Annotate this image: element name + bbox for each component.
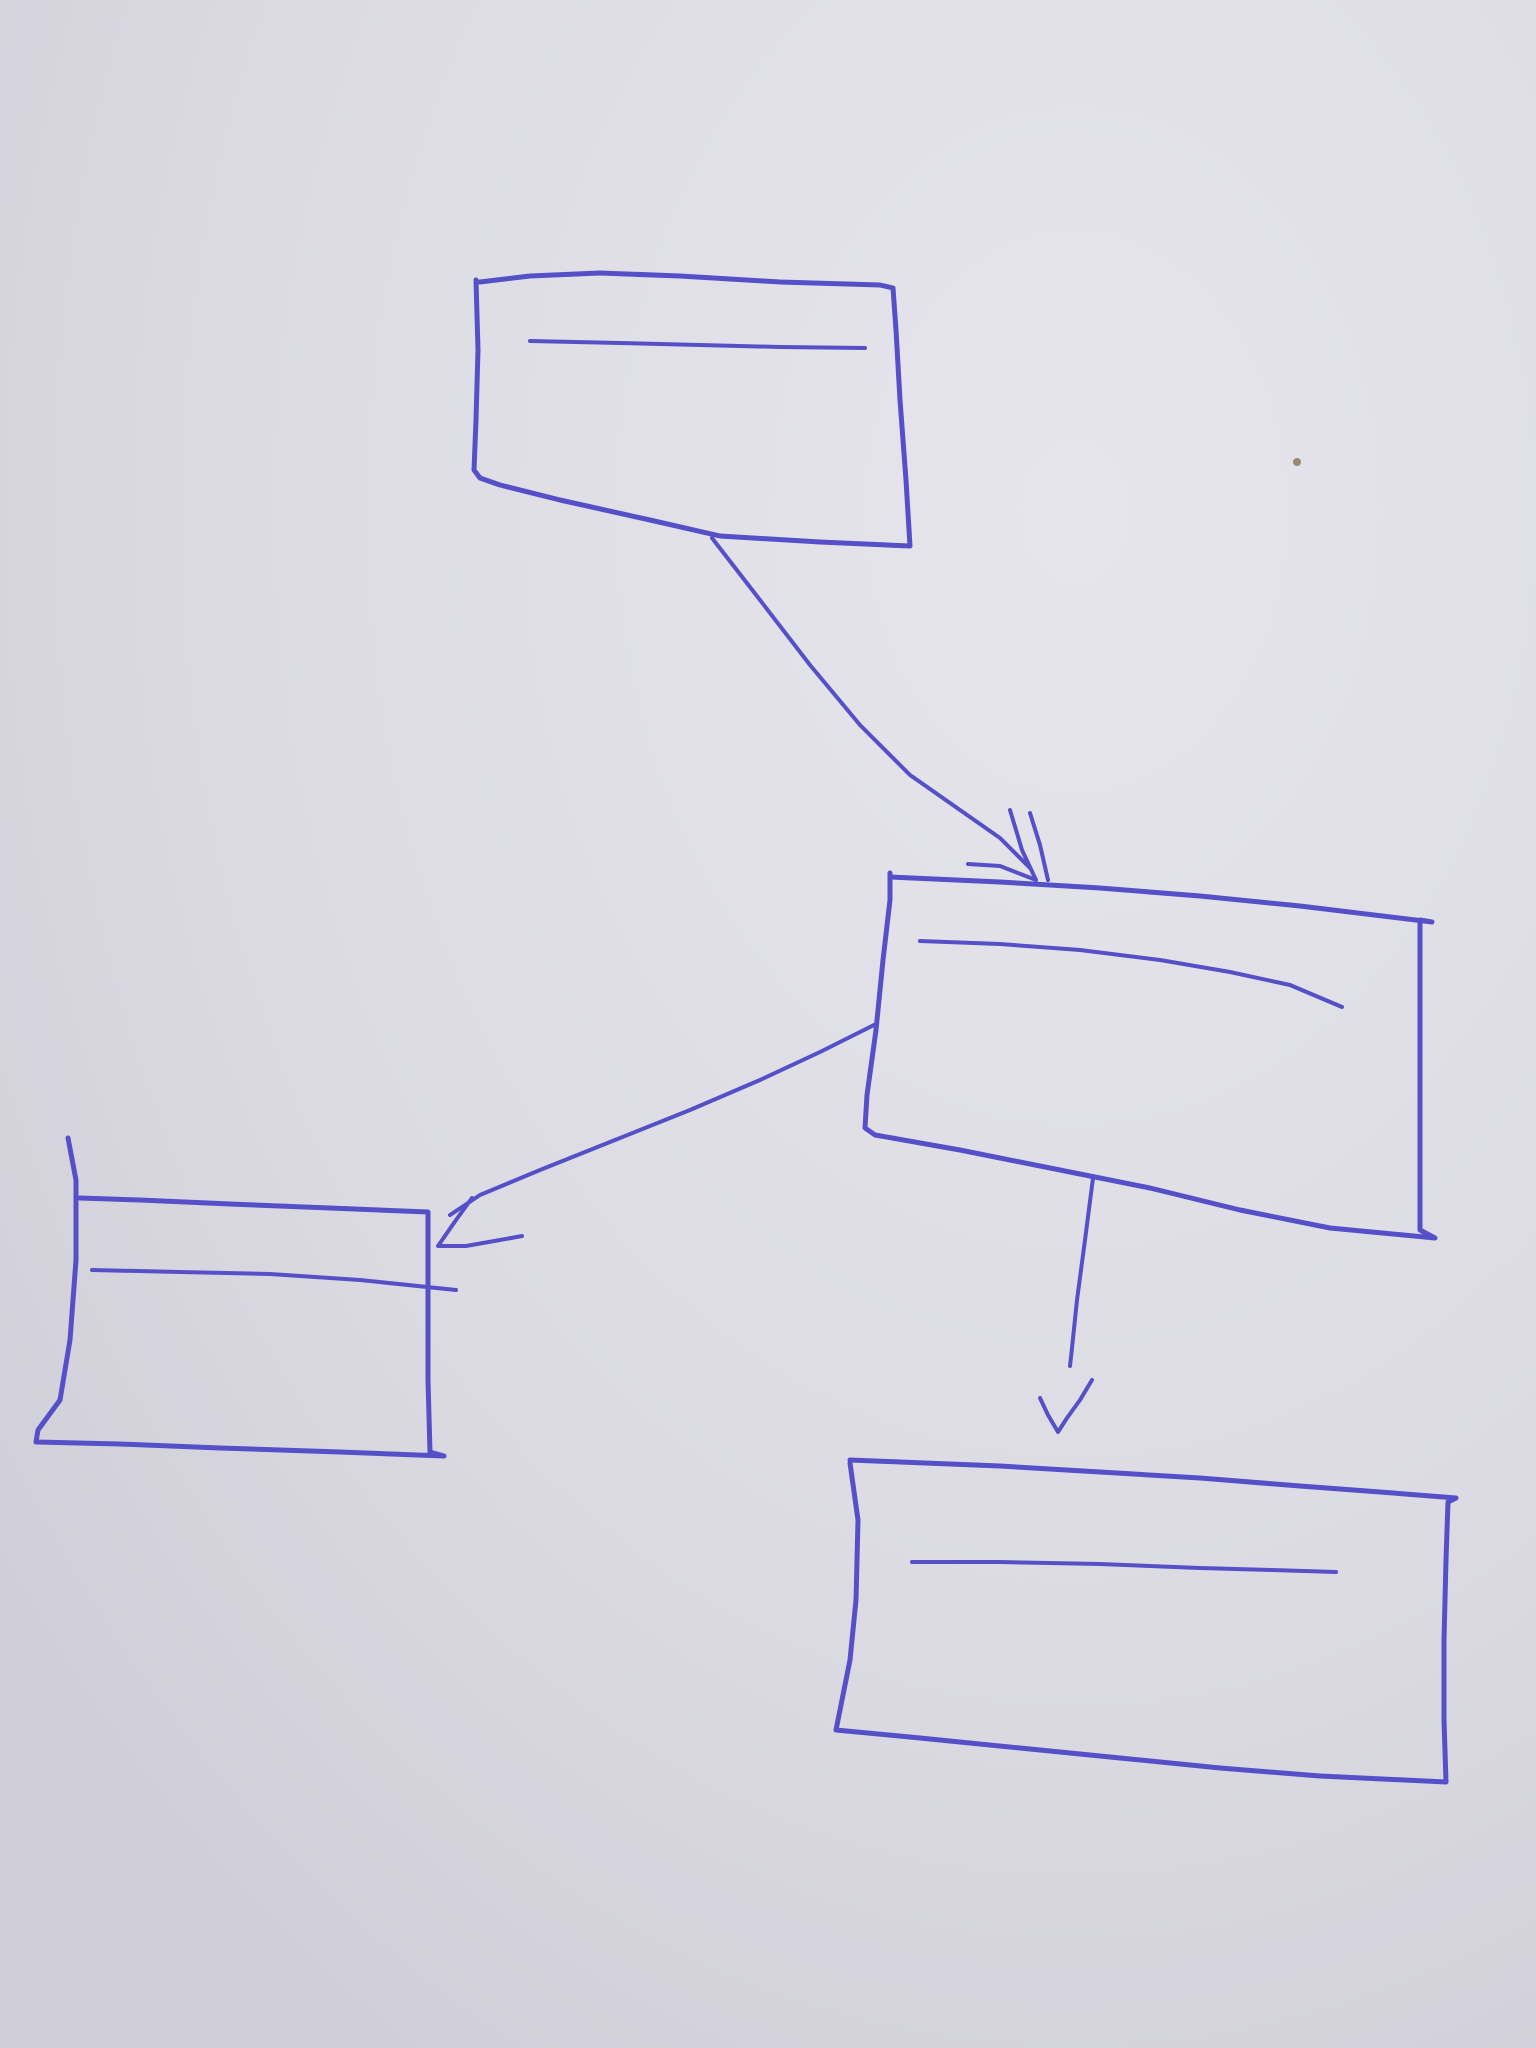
bottom-box-outline [833,1457,1459,1785]
node-right-box [862,870,1438,1241]
edge-right-to-bottom [1038,1176,1095,1434]
bottom-box-underline [910,1560,1338,1574]
left-box-outline [33,1135,447,1459]
node-bottom-box [833,1457,1459,1785]
edge-right-to-bottom-line [1068,1176,1095,1368]
edge-right-to-bottom-arrowhead [1038,1378,1094,1434]
edge-right-to-left-arrowhead [436,1196,524,1248]
node-left-box [33,1135,458,1459]
node-top-box [471,270,913,549]
edge-right-to-left-line [448,1023,876,1217]
top-box-underline [528,339,867,350]
right-box-underline [918,939,1344,1009]
right-box-outline [862,870,1438,1241]
left-box-underline [90,1268,458,1292]
edge-top-to-right [710,536,1050,882]
top-box-outline [471,270,913,549]
paper-speck [1293,458,1301,466]
edge-right-to-left [436,1023,876,1248]
edge-top-to-right-arrowhead [966,808,1050,882]
edge-top-to-right-line [710,536,1032,870]
